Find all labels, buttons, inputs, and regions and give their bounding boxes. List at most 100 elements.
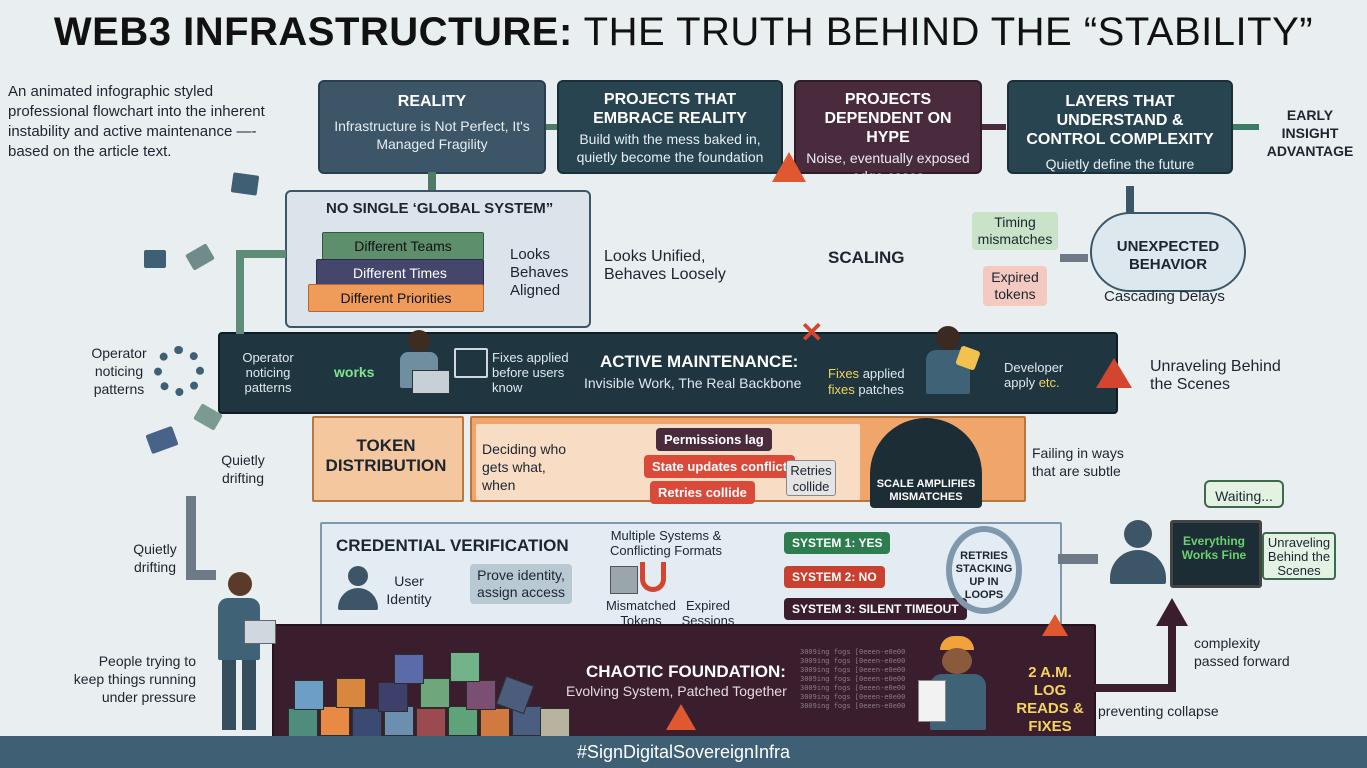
multi-label: Multiple Systems & Conflicting Formats: [610, 528, 722, 558]
cube: [336, 678, 366, 708]
arrow-right: [1233, 124, 1259, 130]
warning-icon: [772, 152, 806, 182]
developer-label: Developer apply etc.: [1004, 360, 1068, 390]
layer-teams: Different Teams: [322, 232, 484, 260]
document-icon: [144, 250, 166, 268]
cube: [294, 680, 324, 710]
loop-icon: [946, 526, 1022, 614]
layer-times: Different Times: [316, 259, 484, 287]
works-label: works: [334, 364, 375, 380]
global-right-label: Looks Unified, Behaves Loosely: [604, 248, 726, 283]
footer-hashtag: #SignDigitalSovereignInfra: [0, 736, 1367, 768]
worker-icon: [206, 572, 276, 732]
pill-state: State updates conflict: [644, 455, 796, 478]
gauge: [870, 418, 982, 508]
insight-label: EARLY INSIGHT ADVANTAGE: [1266, 107, 1354, 159]
arrow-up: [1168, 626, 1176, 692]
cube: [466, 680, 496, 710]
arrow-horizontal: [1092, 684, 1176, 692]
cube: [540, 708, 570, 738]
observer-icon: [1110, 520, 1166, 586]
cube-icon: [610, 566, 638, 594]
developer-etc: etc.: [1038, 375, 1060, 390]
unraveling-label: Unraveling Behind the Scenes: [1150, 358, 1281, 393]
developer-text: Developer apply: [1004, 360, 1064, 390]
layers-subtitle: Quietly define the future: [1045, 156, 1195, 172]
deciding-label: Deciding who gets what, when: [482, 441, 567, 493]
layer-priorities: Different Priorities: [308, 284, 484, 312]
hype-box: PROJECTS DEPENDENT ON HYPE Noise, eventu…: [794, 80, 982, 184]
intro-text: An animated infographic styled professio…: [8, 83, 265, 160]
cube: [416, 708, 446, 738]
arrow-up-cloud: [1126, 186, 1134, 214]
arrow-right: [546, 124, 558, 130]
chart-icon: [454, 348, 488, 378]
log-line: 3009ing fogs [0eeen-e0e00: [800, 702, 906, 710]
speech-bubble: Waiting...: [1204, 480, 1284, 508]
developer-icon: [918, 326, 981, 406]
log-line: 3009ing fogs [0eeen-e0e00: [800, 666, 906, 674]
title-bold: WEB3 INFRASTRUCTURE:: [53, 10, 573, 54]
user-icon: [338, 566, 378, 612]
arrow-up: [428, 172, 436, 190]
fixes2-patches: patches: [858, 382, 904, 397]
log-line: 3009ing fogs [0eeen-e0e00: [800, 648, 906, 656]
fixes2-word: Fixes: [828, 366, 860, 381]
log-lines: 3009ing fogs [0eeen-e0e00 3009ing fogs […: [800, 648, 920, 711]
log-line: 3009ing fogs [0eeen-e0e00: [800, 693, 906, 701]
credential-panel: [320, 522, 1062, 644]
scaling-label: SCALING: [828, 248, 905, 267]
hype-subtitle: Noise, eventually exposed edge cases: [806, 150, 970, 184]
fixes2-label: Fixes applied fixes patches: [828, 366, 905, 398]
drift-label-1: Quietly drifting: [221, 452, 265, 486]
arrow-left-loop: [236, 250, 286, 258]
arrow-right-grey: [1058, 554, 1098, 564]
global-side-label: Looks Behaves Aligned: [510, 246, 569, 299]
gauge-label: SCALE AMPLIFIES MISMATCHES: [876, 478, 976, 503]
document-icon: [185, 243, 215, 271]
arrow-to-cloud: [1060, 254, 1088, 262]
document-icon: [230, 172, 260, 196]
pill-permissions: Permissions lag: [656, 428, 772, 451]
pill-retries: Retries collide: [650, 481, 755, 504]
cube: [352, 708, 382, 738]
embrace-subtitle: Build with the mess baked in, quietly be…: [576, 131, 764, 165]
person-laptop-icon: [390, 330, 450, 400]
failing-label: Failing in ways that are subtle: [1032, 445, 1124, 479]
arrow-up-grey-h: [186, 570, 216, 580]
maintenance-subtitle: Invisible Work, The Real Backbone: [584, 375, 802, 391]
log-label: 2 A.M. LOG READS & FIXES: [1016, 664, 1084, 735]
operator-label-inner: Operator noticing patterns: [242, 350, 294, 395]
monitor: [1170, 520, 1262, 588]
expired-tokens-box: Expired tokens: [983, 266, 1047, 306]
cube: [288, 708, 318, 738]
fixes2-applied: applied: [862, 366, 905, 381]
token-title: TOKEN DISTRIBUTION: [325, 436, 447, 475]
fixes2-fixes: fixes: [828, 382, 855, 397]
monitor-side: Unraveling Behind the Scenes: [1262, 532, 1336, 580]
credential-title: CREDENTIAL VERIFICATION: [336, 536, 569, 555]
global-title: NO SINGLE ‘GLOBAL SYSTEM”: [326, 200, 554, 217]
reality-box: REALITY Infrastructure is Not Perfect, I…: [318, 80, 546, 174]
broken-link-icon: ✕: [800, 317, 824, 348]
title-rest: THE TRUTH BEHIND THE “STABILITY”: [583, 10, 1314, 54]
cube: [420, 678, 450, 708]
operator-label-outer: Operator noticing patterns: [91, 345, 147, 397]
layers-title: LAYERS THAT UNDERSTAND & CONTROL COMPLEX…: [1026, 93, 1214, 148]
system-1-pill: SYSTEM 1: YES: [784, 532, 891, 554]
monitor-screen-text: Everything Works Fine: [1181, 534, 1247, 562]
prove-box: Prove identity, assign access: [470, 564, 572, 604]
reality-subtitle: Infrastructure is Not Perfect, It's Mana…: [334, 118, 530, 152]
cube: [394, 654, 424, 684]
arrow-right: [982, 124, 1006, 130]
complexity-label: complexity passed forward: [1194, 635, 1290, 669]
fixes-label: Fixes applied before users know: [492, 350, 569, 395]
warning-icon: [1096, 358, 1132, 388]
warning-icon: [666, 704, 696, 730]
hype-title: PROJECTS DEPENDENT ON HYPE: [824, 91, 952, 146]
retries-box: Retries collide: [786, 460, 836, 496]
log-line: 3009ing fogs [0eeen-e0e00: [800, 675, 906, 683]
foundation-title: CHAOTIC FOUNDATION:: [586, 662, 786, 681]
cloud-label: UNEXPECTED BEHAVIOR: [1116, 238, 1220, 273]
cloud-sub: Cascading Delays: [1104, 288, 1225, 305]
